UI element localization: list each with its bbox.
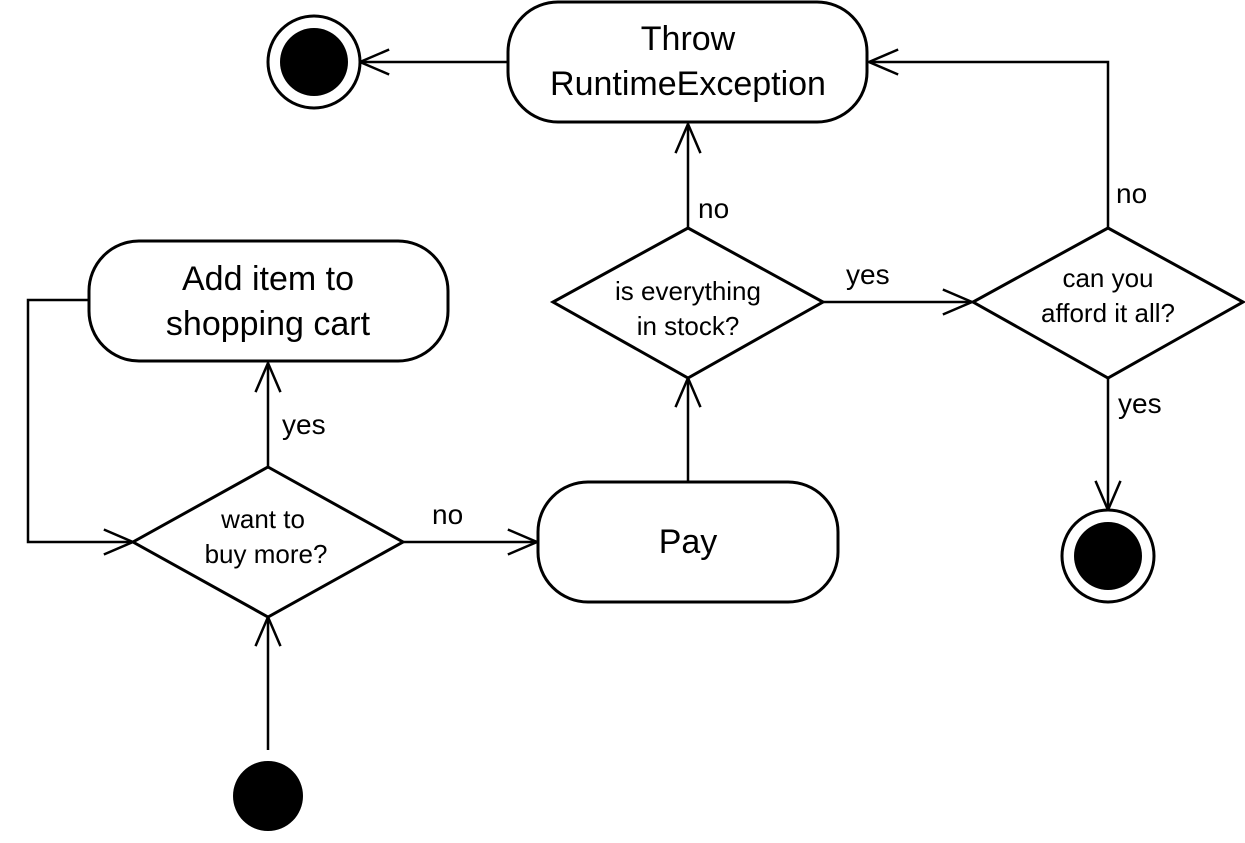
action-pay-label: Pay (659, 523, 718, 561)
edge-start-to-want-more (254, 613, 282, 750)
final-node-success (1060, 508, 1156, 604)
edge-throw-to-final (356, 48, 508, 76)
action-pay: Pay (536, 480, 840, 604)
decision-in-stock-line2: in stock? (637, 311, 740, 341)
action-throw-exception: Throw RuntimeException (506, 0, 869, 124)
decision-in-stock: is everything in stock? (549, 226, 827, 380)
edge-label-want-more-yes: yes (282, 409, 326, 440)
decision-afford: can you afford it all? (969, 226, 1245, 380)
initial-node (233, 761, 303, 831)
edge-want-more-yes (254, 359, 282, 467)
edge-pay-to-in-stock (674, 374, 702, 482)
action-add-item-line2: shopping cart (166, 305, 371, 343)
decision-want-more-line2: buy more? (205, 539, 328, 569)
decision-in-stock-line1: is everything (615, 276, 761, 306)
decision-afford-line2: afford it all? (1041, 298, 1175, 328)
edge-label-in-stock-no: no (698, 193, 729, 224)
decision-want-more: want to buy more? (129, 465, 407, 619)
action-add-item-line1: Add item to (182, 260, 354, 298)
action-throw-line2: RuntimeException (550, 65, 826, 103)
edge-label-afford-yes: yes (1118, 388, 1162, 419)
decision-want-more-line1: want to (220, 504, 305, 534)
edge-afford-yes (1094, 378, 1122, 514)
edge-want-more-no (403, 528, 541, 556)
action-throw-line1: Throw (641, 20, 736, 58)
final-node-exception (266, 14, 362, 110)
edge-in-stock-no (674, 120, 702, 228)
edge-label-want-more-no: no (432, 499, 463, 530)
edge-afford-no (865, 48, 1110, 228)
edge-label-in-stock-yes: yes (846, 259, 890, 290)
action-add-item: Add item to shopping cart (87, 239, 450, 363)
decision-afford-line1: can you (1062, 263, 1153, 293)
edge-label-afford-no: no (1116, 178, 1147, 209)
edge-in-stock-yes (823, 288, 976, 316)
